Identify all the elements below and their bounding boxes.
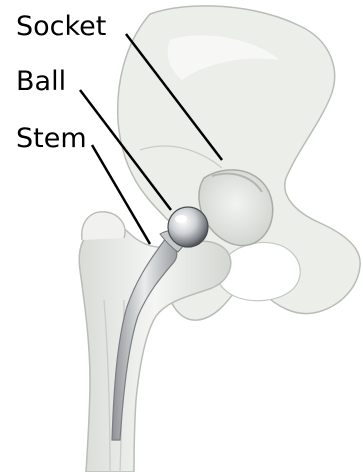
femoral-ball [168,207,208,247]
ball-label: Ball [16,67,66,97]
greater-trochanter [82,212,125,240]
ball-highlight [175,215,187,223]
stem-label: Stem [16,124,87,154]
socket-label: Socket [16,12,106,42]
